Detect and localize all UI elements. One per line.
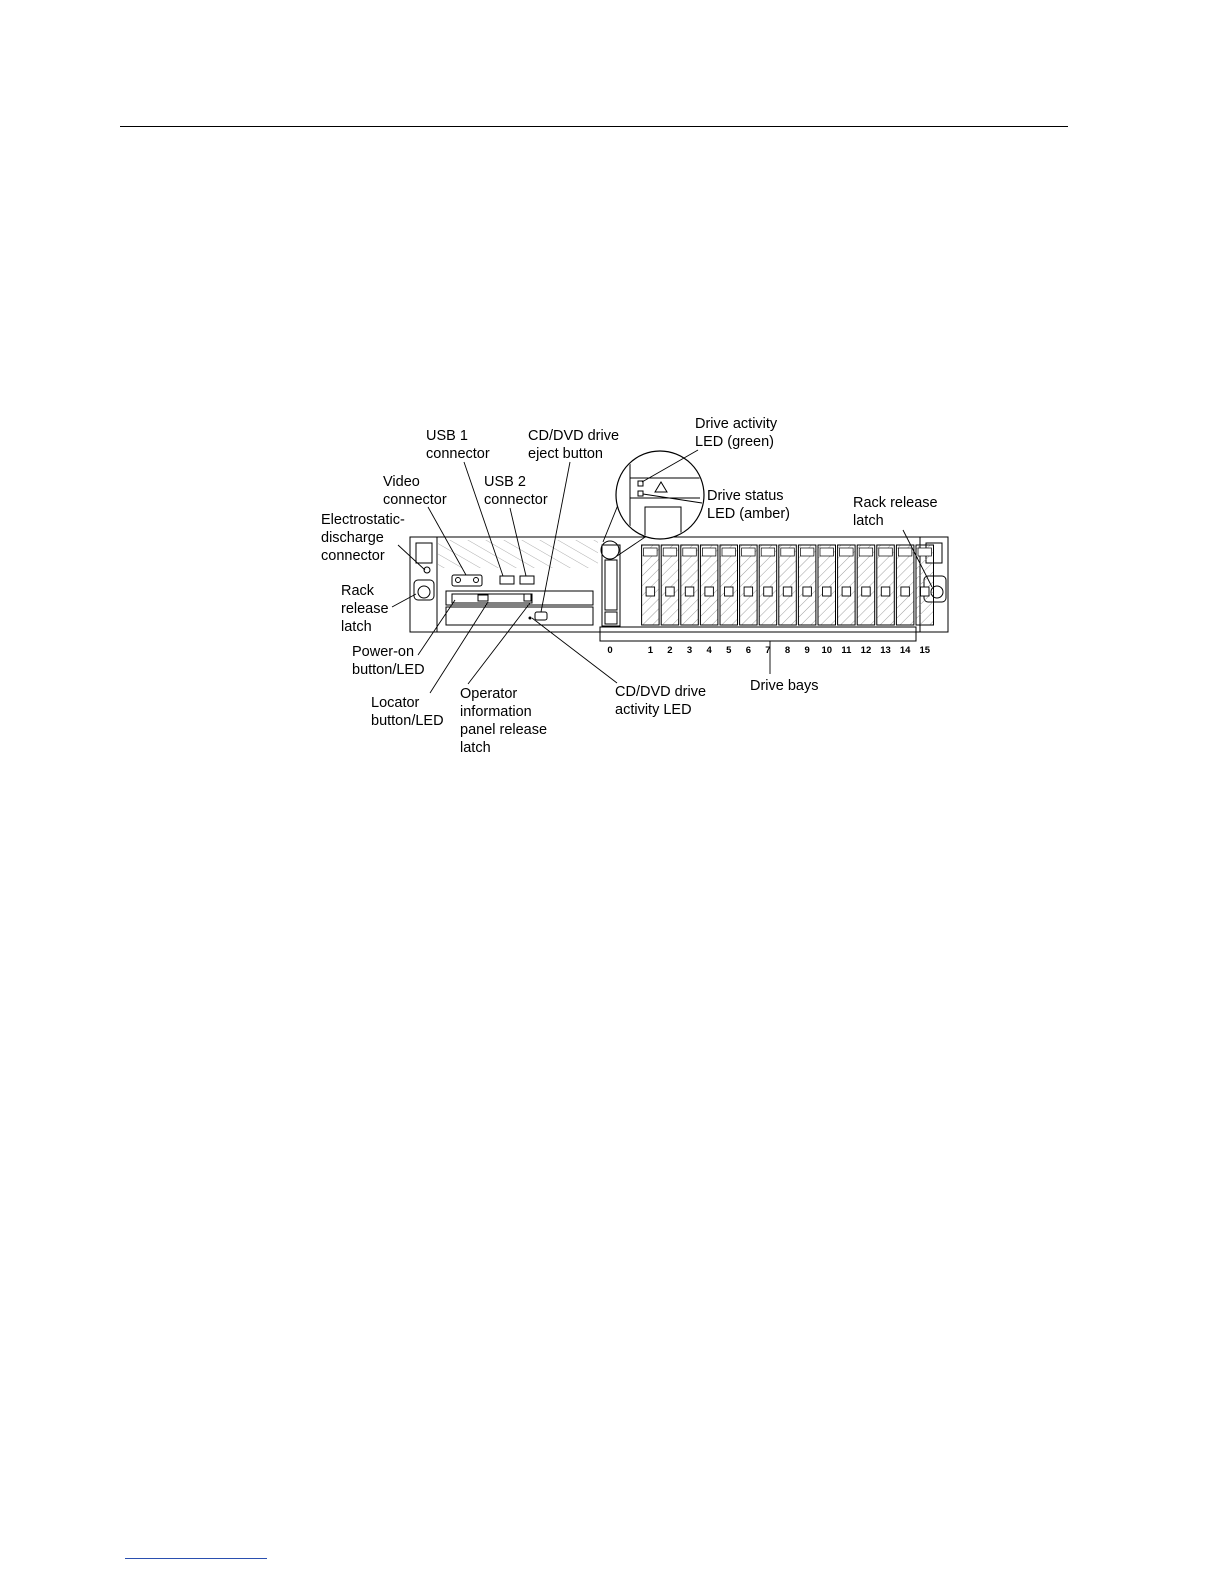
drive-bay-4 [699, 544, 719, 626]
bay-number-8: 8 [785, 645, 790, 656]
drive-bay-2 [660, 544, 680, 626]
bay-number-2: 2 [667, 645, 672, 656]
locator-button-label: Locator button/LED [371, 695, 444, 729]
bay-number-6: 6 [746, 645, 751, 656]
drive-bay-8 [778, 544, 797, 626]
drive-bay-13 [876, 544, 895, 626]
drive-bay-5 [719, 544, 738, 626]
drive-bay-7 [758, 544, 778, 626]
cd-activity-led-label: CD/DVD drive activity LED [615, 684, 710, 718]
drive-bay-9 [797, 544, 817, 626]
bay-number-15: 15 [919, 645, 930, 656]
footer-rule [125, 1558, 267, 1559]
power-on-button-label: Power-on button/LED [352, 644, 425, 678]
rack-release-latch-right-label: Rack release latch [853, 495, 942, 529]
video-connector-label: Video connector [383, 474, 447, 508]
bay-number-1: 1 [648, 645, 654, 656]
drive-bay-12 [856, 544, 876, 626]
leader-lines [391, 449, 933, 694]
bay-number-10: 10 [821, 645, 832, 656]
bay-number-13: 13 [880, 645, 891, 656]
bay-number-0: 0 [607, 645, 612, 656]
usb1-label: USB 1 connector [426, 428, 490, 462]
drive-bay-11 [837, 544, 856, 626]
drive-bays-group [641, 544, 934, 626]
drive-bays-label: Drive bays [750, 678, 819, 694]
header-rule [120, 126, 1068, 127]
bay-number-11: 11 [841, 645, 852, 656]
bay-number-14: 14 [900, 645, 911, 656]
bay-number-12: 12 [861, 645, 872, 656]
drive-status-led-label: Drive status LED (amber) [707, 488, 790, 522]
drive-activity-led-label: Drive activity LED (green) [695, 416, 781, 450]
bay-number-9: 9 [805, 645, 810, 656]
drive-bay-1 [641, 544, 660, 626]
rack-release-latch-left-label: Rack release latch [341, 583, 393, 635]
drive-bay-10 [817, 544, 836, 626]
usb2-label: USB 2 connector [484, 474, 548, 508]
operator-panel-latch-label: Operator information panel release latch [460, 686, 551, 756]
led-detail-callout [602, 450, 705, 557]
drive-bay-6 [739, 544, 758, 626]
cd-eject-label: CD/DVD drive eject button [528, 428, 623, 462]
callout-labels: USB 1 connector CD/DVD drive eject butto… [321, 416, 942, 756]
drive-bay-14 [895, 544, 915, 626]
drive-bay-3 [680, 544, 699, 626]
esd-connector-label: Electrostatic- discharge connector [321, 512, 409, 564]
bay-number-7: 7 [765, 645, 770, 656]
bay-number-5: 5 [726, 645, 732, 656]
bay-number-4: 4 [707, 645, 713, 656]
bay-number-3: 3 [687, 645, 692, 656]
